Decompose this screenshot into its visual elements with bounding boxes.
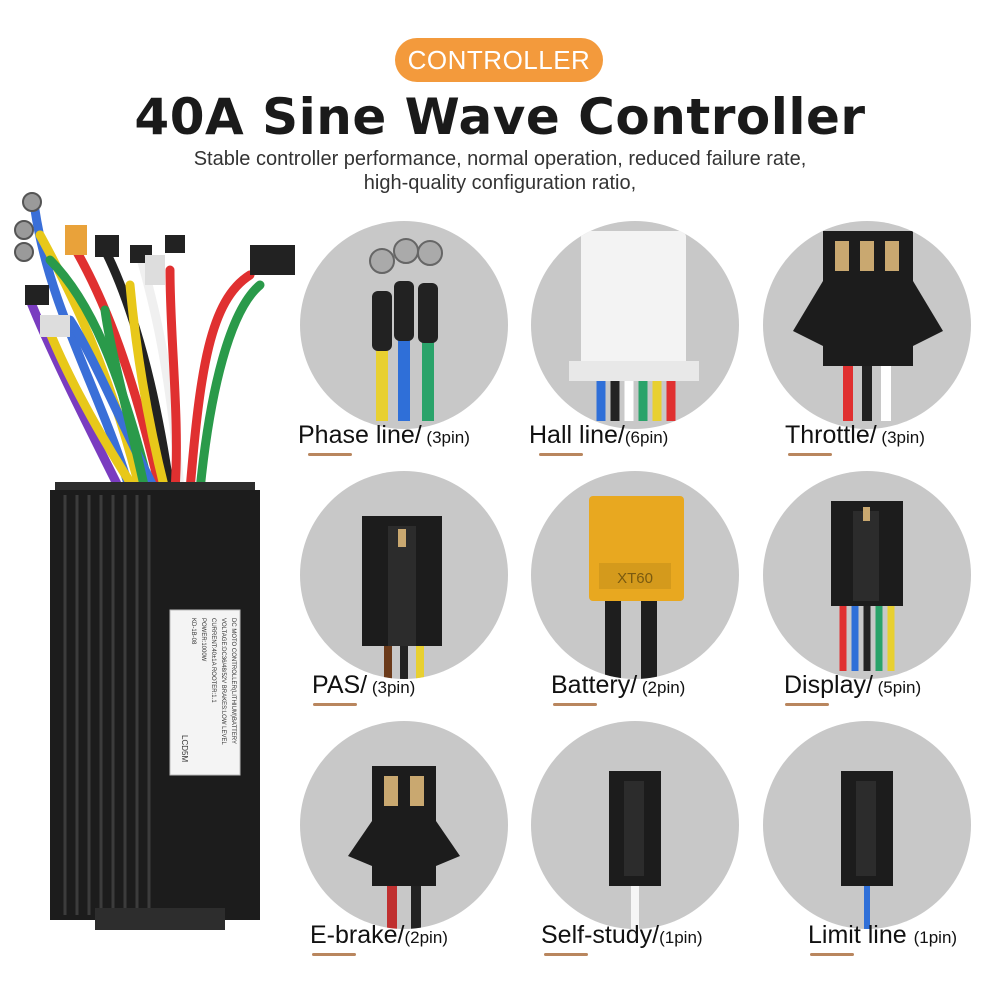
phase-line-image: [300, 221, 508, 429]
sticker-line-6: LCD5M: [180, 735, 189, 762]
limit-line-label: Limit line: [808, 921, 914, 949]
e-brake-underline: [312, 953, 356, 956]
subtitle-line-2: high-quality configuration ratio,: [363, 172, 637, 194]
e-brake-label: E-brake/: [310, 921, 405, 949]
limit-line-image: [763, 721, 971, 929]
battery-pin: (2pin): [637, 678, 686, 697]
self-study-image: [531, 721, 739, 929]
battery-connector-text: XT60: [617, 570, 653, 587]
display-underline: [785, 703, 829, 706]
battery-image: XT60: [531, 471, 739, 679]
e-brake-image: [300, 721, 508, 929]
connector-battery: XT60 Battery/ (2pin): [531, 471, 741, 706]
sticker-line-2: VOLTAGE:DC36/48/52V BRAKES:LOW LEVEL: [220, 618, 226, 745]
pas-pin: (3pin): [367, 678, 416, 697]
self-study-label: Self-study/: [541, 921, 660, 949]
controller-image: DC MOTO CONTROLLER(LITHIUM)BATTERY VOLTA…: [10, 190, 310, 935]
connector-limit-line: Limit line (1pin): [763, 721, 973, 956]
subtitle-line-1: Stable controller performance, normal op…: [193, 148, 807, 170]
self-study-pin: (1pin): [659, 928, 703, 947]
limit-line-pin: (1pin): [913, 928, 958, 947]
display-label: Display/: [784, 671, 873, 699]
sticker-line-3: CURRENT:40±1A ROOTER:1.1: [210, 618, 216, 703]
connector-self-study: Self-study/(1pin): [531, 721, 741, 956]
self-study-underline: [544, 953, 588, 956]
phase-line-pin: (3pin): [421, 428, 470, 447]
controller-badge: CONTROLLER: [395, 38, 603, 82]
throttle-label: Throttle/: [785, 421, 877, 449]
battery-label: Battery/: [551, 671, 638, 699]
connector-display: Display/ (5pin): [763, 471, 973, 706]
hall-line-image: [531, 221, 739, 429]
battery-underline: [553, 703, 597, 706]
phase-line-label: Phase line/: [298, 421, 422, 449]
hall-line-label: Hall line/: [529, 421, 625, 449]
display-image: [763, 471, 971, 679]
pas-label: PAS/: [312, 671, 368, 699]
sticker-line-5: KD-1B-08: [190, 618, 196, 645]
display-pin: (5pin): [872, 678, 922, 697]
e-brake-pin: (2pin): [404, 928, 448, 947]
phase-line-underline: [308, 453, 352, 456]
connector-phase-line: Phase line/ (3pin): [298, 221, 510, 456]
sticker-line-4: POWER:1000W: [200, 618, 206, 662]
connector-e-brake: E-brake/(2pin): [300, 721, 510, 956]
hall-line-underline: [539, 453, 583, 456]
pas-image: [300, 471, 508, 679]
page-title: 40A Sine Wave Controller: [134, 88, 866, 146]
connector-pas: PAS/ (3pin): [300, 471, 510, 706]
connector-hall-line: Hall line/(6pin): [529, 221, 741, 456]
sticker-line-1: DC MOTO CONTROLLER(LITHIUM)BATTERY: [230, 618, 236, 744]
limit-line-underline: [810, 953, 854, 956]
hall-line-pin: (6pin): [624, 428, 669, 447]
throttle-pin: (3pin): [876, 428, 925, 447]
throttle-underline: [788, 453, 832, 456]
throttle-image: [763, 221, 971, 429]
connector-throttle: Throttle/ (3pin): [763, 221, 973, 456]
pas-underline: [313, 703, 357, 706]
